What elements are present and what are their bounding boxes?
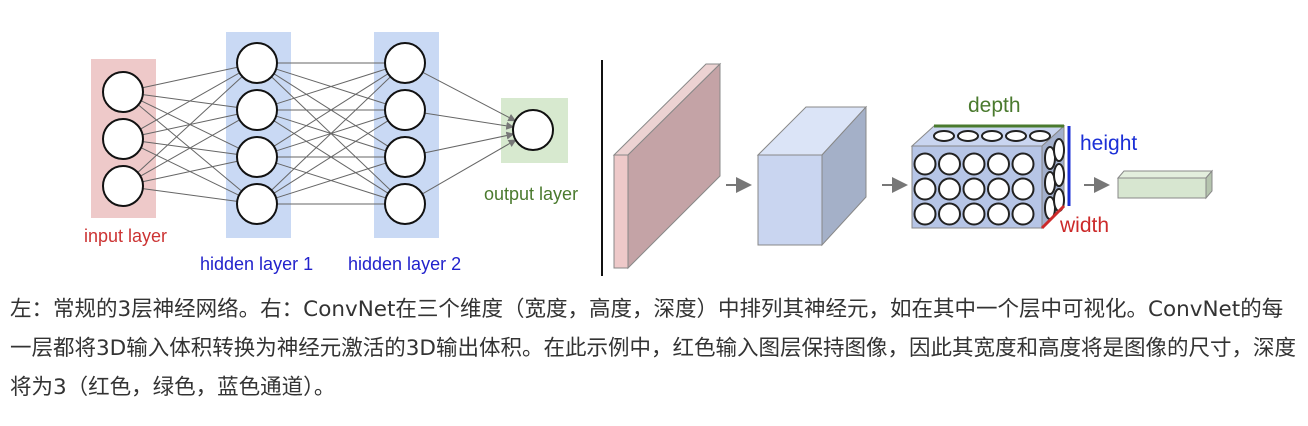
volume-neuron bbox=[962, 202, 986, 226]
connection-line bbox=[275, 162, 387, 199]
volume-neuron bbox=[1011, 152, 1035, 176]
volume-neuron bbox=[987, 177, 1010, 201]
output-layer-label: output layer bbox=[484, 184, 578, 204]
volume-neuron bbox=[913, 177, 937, 201]
depth-label: depth bbox=[968, 94, 1021, 117]
neuron bbox=[102, 118, 144, 160]
connection-line bbox=[271, 76, 391, 191]
volume-neuron bbox=[1005, 130, 1027, 142]
connection-line bbox=[140, 72, 240, 130]
volume-neuron bbox=[1011, 177, 1035, 201]
neuron bbox=[236, 89, 278, 131]
conv-volume bbox=[756, 105, 868, 247]
connection-line bbox=[142, 66, 238, 89]
regular-network-diagram: input layer hidden layer 1 hidden layer … bbox=[84, 32, 578, 274]
volume-neuron bbox=[1011, 202, 1035, 226]
volume-neuron bbox=[1029, 130, 1051, 142]
width-label: width bbox=[1059, 214, 1109, 237]
width-edge bbox=[1040, 204, 1066, 230]
volume-neuron bbox=[933, 130, 955, 142]
connection-line bbox=[273, 73, 389, 147]
connection-line bbox=[273, 120, 389, 194]
connection-line bbox=[140, 119, 240, 177]
input-volume bbox=[612, 62, 722, 270]
connection-line bbox=[142, 160, 238, 183]
neuron bbox=[102, 165, 144, 207]
connections bbox=[137, 62, 517, 205]
connection-line bbox=[137, 76, 243, 173]
volume-neuron bbox=[962, 177, 986, 201]
volume-neuron bbox=[981, 130, 1003, 142]
volume-neuron bbox=[1053, 138, 1065, 162]
neuron bbox=[384, 183, 426, 225]
figure-caption: 左：常规的3层神经网络。右：ConvNet在三个维度（宽度，高度，深度）中排列其… bbox=[10, 297, 1296, 400]
connection-line bbox=[424, 112, 515, 130]
hidden-layer-1-label: hidden layer 1 bbox=[200, 254, 313, 274]
connection-line bbox=[422, 139, 517, 195]
neuron bbox=[236, 136, 278, 178]
volume-neuron bbox=[1053, 163, 1065, 187]
volume-neuron bbox=[913, 202, 937, 226]
volume-neuron bbox=[938, 202, 961, 226]
output-volume bbox=[1116, 169, 1214, 200]
volume-neuron bbox=[938, 152, 961, 176]
connection-line bbox=[424, 131, 515, 154]
neuron bbox=[102, 71, 144, 113]
hidden-layer-2-label: hidden layer 2 bbox=[348, 254, 461, 274]
neuron bbox=[236, 183, 278, 225]
connection-line bbox=[275, 68, 387, 105]
volume-neuron bbox=[938, 177, 961, 201]
input-layer-label: input layer bbox=[84, 226, 167, 246]
volume-neuron bbox=[962, 152, 986, 176]
volume-neuron bbox=[987, 152, 1010, 176]
neurons bbox=[102, 42, 554, 225]
neuron bbox=[384, 136, 426, 178]
neuron bbox=[512, 109, 554, 151]
connection-line bbox=[422, 71, 517, 122]
neuron bbox=[384, 42, 426, 84]
volume-neuron bbox=[987, 202, 1010, 226]
neuron bbox=[384, 89, 426, 131]
neural-network-figure: input layer hidden layer 1 hidden layer … bbox=[84, 32, 1214, 276]
volume-neuron bbox=[913, 152, 937, 176]
connection-line bbox=[142, 188, 238, 202]
convnet-diagram: depth height width bbox=[612, 62, 1214, 270]
neuron-volume bbox=[910, 124, 1071, 230]
volume-neuron bbox=[957, 130, 979, 142]
neuron bbox=[236, 42, 278, 84]
height-label: height bbox=[1080, 132, 1137, 155]
